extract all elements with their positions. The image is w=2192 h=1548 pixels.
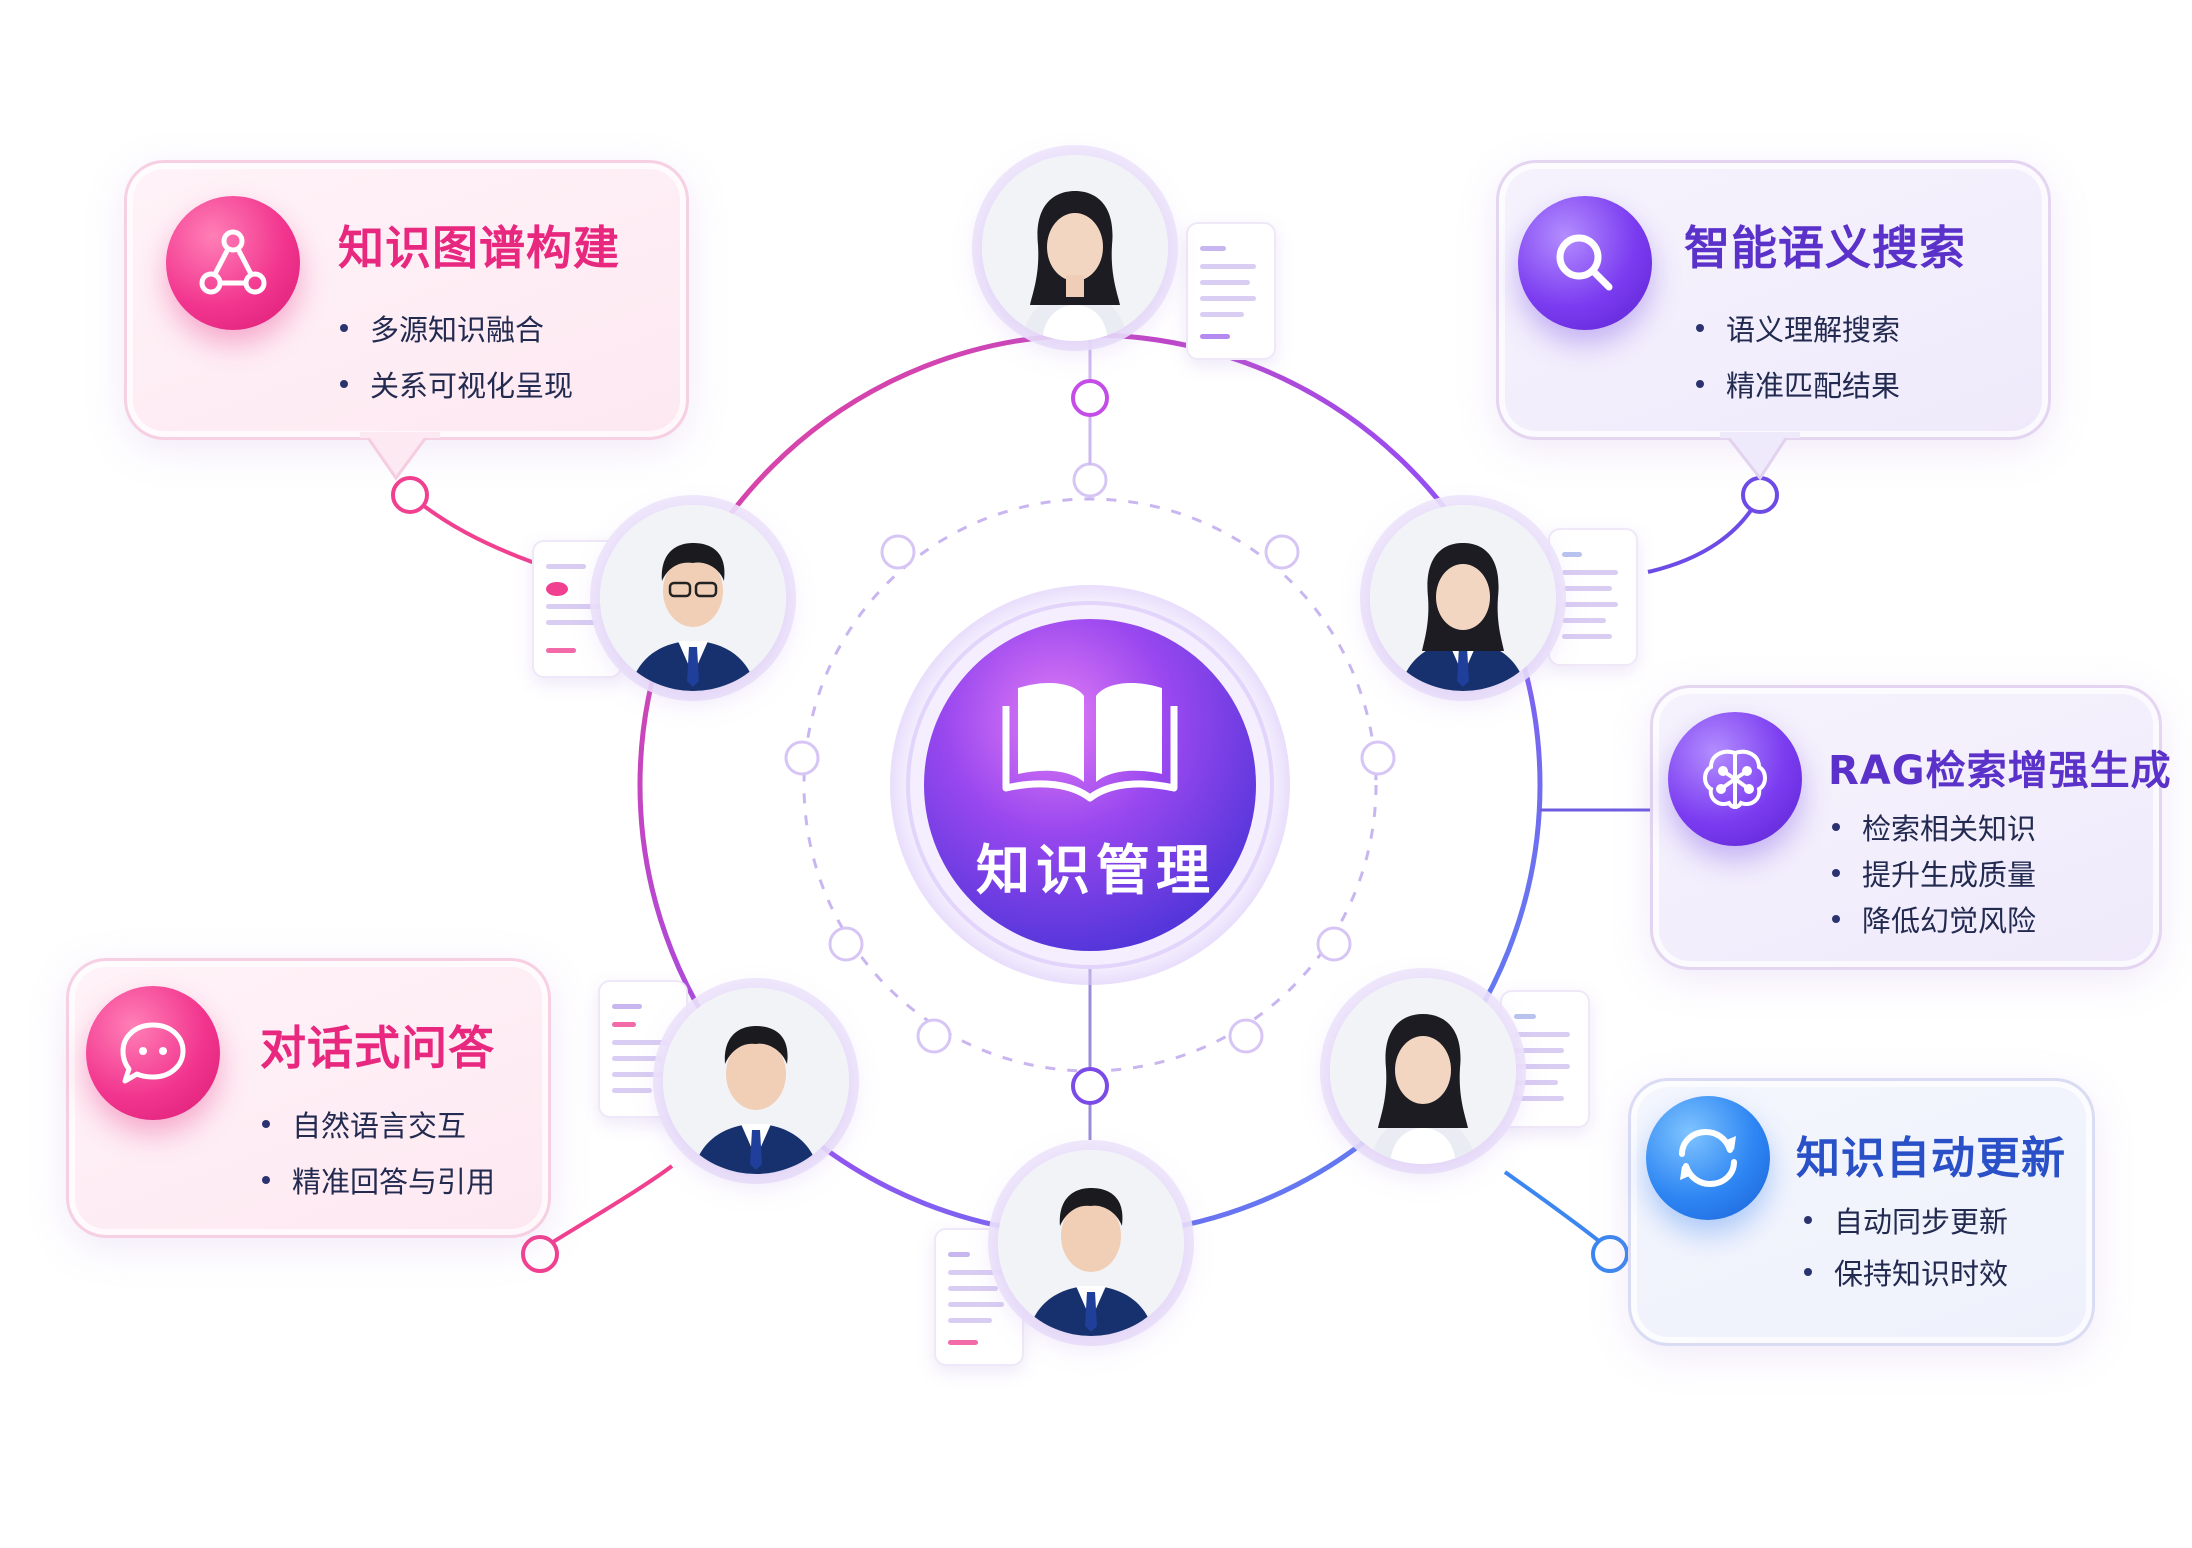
core-circle: [924, 619, 1256, 951]
outer-connector-nodes: [391, 379, 1779, 1273]
card-semantic-search-pointer: [1720, 432, 1800, 481]
connector-conversational-qa: [538, 1164, 674, 1252]
document-icon: [1548, 528, 1638, 666]
inner-ring-nodes: [784, 462, 1396, 1054]
card-title: 对话式问答: [260, 1021, 495, 1075]
connector-auto-update: [1503, 1170, 1612, 1252]
bullet-item: 语义理解搜索: [1696, 300, 1900, 356]
bullet-item: 提升生成质量: [1832, 850, 2036, 896]
avatar-man-left: [663, 988, 849, 1174]
bullet-item: 保持知识时效: [1804, 1246, 2008, 1298]
avatar-woman-top: [982, 155, 1168, 341]
bullet-item: 自动同步更新: [1804, 1194, 2008, 1246]
card-title: 智能语义搜索: [1684, 221, 1966, 275]
card-title: RAG检索增强生成: [1828, 748, 2172, 794]
card-title: 知识图谱构建: [338, 221, 620, 275]
bullet-item: 检索相关知识: [1832, 804, 2036, 850]
avatar-woman-right: [1370, 505, 1556, 691]
bullet-item: 关系可视化呈现: [340, 356, 573, 412]
card-bullets: 检索相关知识 提升生成质量 降低幻觉风险: [1832, 804, 2036, 942]
card-bullets: 自然语言交互 精准回答与引用: [262, 1096, 495, 1208]
bullet-item: 精准匹配结果: [1696, 356, 1900, 412]
connector-semantic-search: [1647, 494, 1762, 574]
open-book-icon: [1002, 682, 1178, 802]
refresh-icon: [1646, 1096, 1770, 1220]
card-bullets: 语义理解搜索 精准匹配结果: [1696, 300, 1900, 412]
bullet-item: 多源知识融合: [340, 300, 573, 356]
chat-bubble-icon: [86, 986, 220, 1120]
bullet-item: 自然语言交互: [262, 1096, 495, 1152]
document-icon: [1186, 222, 1276, 360]
card-bullets: 自动同步更新 保持知识时效: [1804, 1194, 2008, 1298]
bullet-item: 精准回答与引用: [262, 1152, 495, 1208]
bullet-item: 降低幻觉风险: [1832, 896, 2036, 942]
graph-nodes-icon: [166, 196, 300, 330]
avatar-man-bottom: [998, 1150, 1184, 1336]
brain-icon: [1668, 712, 1802, 846]
search-icon: [1518, 196, 1652, 330]
card-knowledge-graph-pointer: [360, 432, 440, 481]
card-bullets: 多源知识融合 关系可视化呈现: [340, 300, 573, 412]
avatar-woman-bottom-right: [1330, 978, 1516, 1164]
avatar-man-glasses: [600, 505, 786, 691]
card-title: 知识自动更新: [1796, 1133, 2066, 1184]
